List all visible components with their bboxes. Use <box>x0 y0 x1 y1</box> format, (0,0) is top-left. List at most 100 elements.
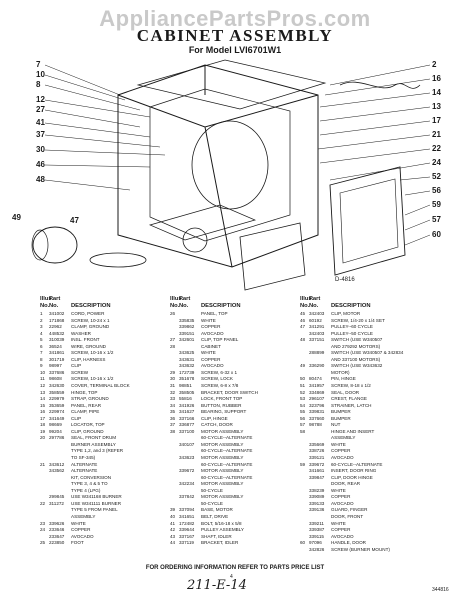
part-number: 351678 <box>179 376 195 382</box>
callout-7: 7 <box>36 60 41 69</box>
part-description: ASSEMBLY <box>331 435 356 441</box>
part-number: 358505 <box>179 389 195 395</box>
part-number: 341002 <box>49 311 65 316</box>
cabinet-front-edge <box>117 65 319 268</box>
callout-49: 49 <box>12 213 21 222</box>
illus-number: 53 <box>300 396 306 402</box>
table-row: TYPE 3, 4 & 5 TO <box>40 481 168 488</box>
part-description: PULLEY--60 CYCLE <box>331 324 373 330</box>
part-number: 339672 <box>179 468 195 474</box>
part-number: 99204 <box>49 428 62 434</box>
part-number: 223850 <box>49 540 65 546</box>
illus-number: 32 <box>170 389 176 395</box>
part-description: SCREW <box>71 369 89 375</box>
illus-number: 1 <box>40 311 43 316</box>
part-description: CLIP, HARNESS <box>71 356 106 362</box>
callout-21: 21 <box>432 130 441 139</box>
part-description: ASSEMBLY <box>71 513 96 519</box>
callout-12: 12 <box>36 95 45 104</box>
part-description: TYPE 5 FROM PANEL <box>71 507 118 513</box>
illus-number: 58 <box>300 428 306 434</box>
callout-56: 56 <box>432 186 441 195</box>
callout-22: 22 <box>432 144 441 153</box>
part-description: SCREW, 1/4-20 x 1/4 SET <box>331 317 385 323</box>
part-number: 60192 <box>309 317 322 323</box>
part-description: ALTERNATE <box>71 468 98 474</box>
illus-number: 59 <box>300 461 306 467</box>
part-description: BRACKET, DOOR SWITCH <box>201 389 258 395</box>
part-number: 339211 <box>309 520 324 526</box>
part-description: BUMPER <box>331 409 351 415</box>
part-description: CLIP <box>71 415 82 421</box>
part-number: 448532 <box>49 330 65 336</box>
part-description: 60-CYCLE--ALTERNATE <box>331 461 383 467</box>
table-row: TYPE 1,2, and 3 (REFER <box>40 448 168 455</box>
part-description: CLIP, MOTOR <box>331 311 361 316</box>
callout-10: 10 <box>36 70 45 79</box>
illus-number: 45 <box>300 311 306 316</box>
part-description: BELT, DRIVE <box>201 513 229 519</box>
part-number: 55816 <box>179 396 192 402</box>
part-description: CLIP, TOP PANEL <box>201 337 239 343</box>
part-description: GUARD, FINGER <box>331 507 368 513</box>
part-description: AVOCADO <box>331 455 354 461</box>
part-description: 50-CYCLE <box>201 487 223 493</box>
illus-number: 10 <box>40 369 46 375</box>
document-code: 344816 <box>432 587 449 593</box>
part-description: AND 337100 MOTORS) <box>331 356 381 362</box>
illus-number: 4 <box>40 330 43 336</box>
illus-number: 22 <box>40 500 46 506</box>
illus-number: 44 <box>170 540 176 546</box>
part-number: 335669 <box>309 441 325 447</box>
part-number: 337842 <box>179 494 195 500</box>
part-number: 340107 <box>179 441 195 447</box>
illus-number: 18 <box>40 422 46 428</box>
part-description: BOLT, 5/16-18 x 5/8 <box>201 520 242 526</box>
callout-52: 52 <box>432 172 441 181</box>
illus-number: 55 <box>300 409 306 415</box>
part-description: BEARING, SUPPORT <box>201 409 247 415</box>
part-number: 338726 <box>309 448 325 454</box>
part-number: 342601 <box>179 337 195 343</box>
illus-number: 2 <box>40 317 43 323</box>
part-number: 337094 <box>179 507 195 513</box>
part-description: CABINET <box>201 343 221 349</box>
table-row: AND 279292 MOTORS) <box>300 344 448 351</box>
part-description: BUMPER <box>331 415 351 421</box>
part-number: 80474 <box>309 376 322 382</box>
part-number: 172739 <box>179 369 195 375</box>
illus-number: 3 <box>40 324 43 330</box>
part-description: AVOCADO <box>331 533 354 539</box>
part-number: 98851 <box>179 383 192 389</box>
part-description: STRAINER, LATCH <box>331 402 372 408</box>
part-number: 337119 <box>179 540 194 546</box>
illus-number: 37 <box>170 422 176 428</box>
part-description: SCREW, 10-24 x 1 <box>71 317 110 323</box>
callout-57: 57 <box>432 215 441 224</box>
part-number: 339847 <box>309 474 325 480</box>
